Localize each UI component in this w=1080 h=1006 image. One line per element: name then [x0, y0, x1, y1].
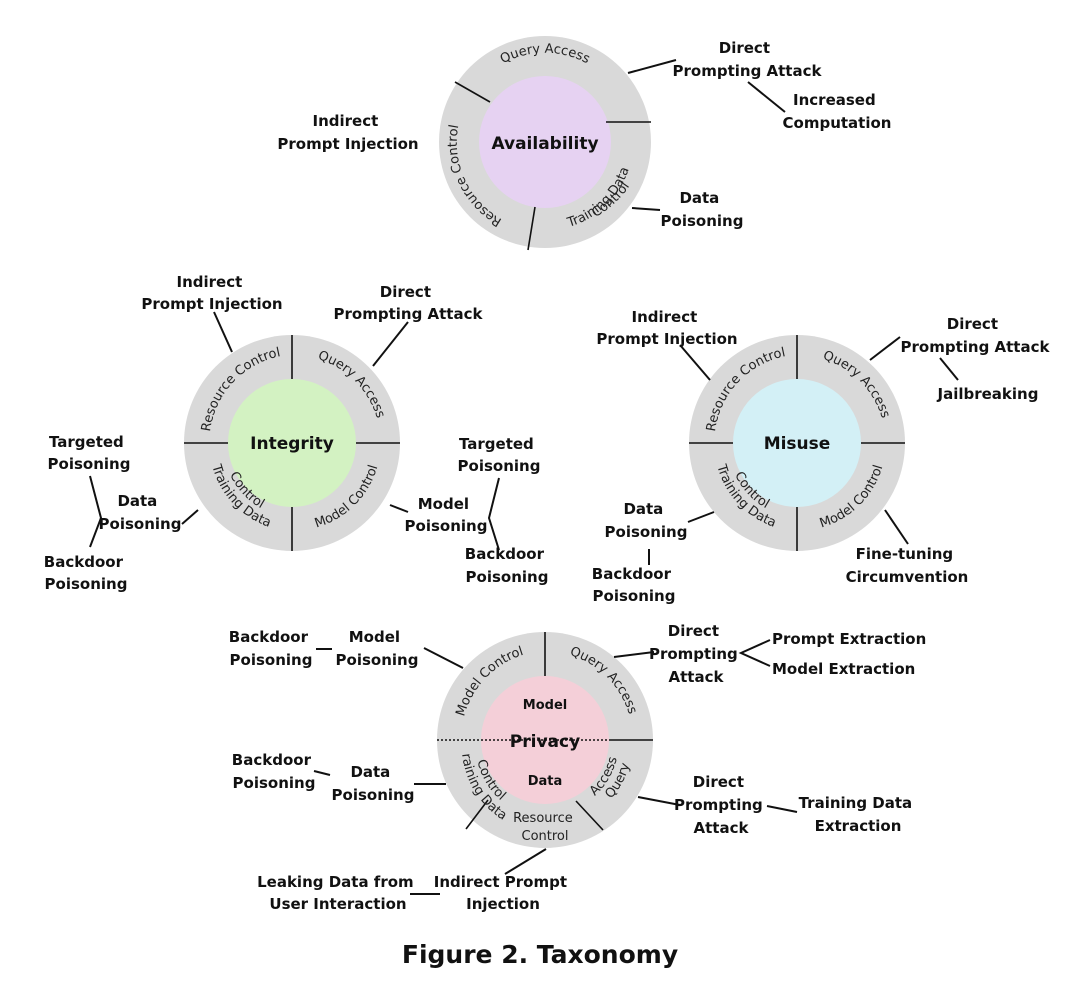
availability-direct-attack: Direct Prompting Attack	[673, 39, 823, 80]
misuse-indirect-injection: Indirect Prompt Injection	[596, 308, 737, 348]
availability-increased-computation: Increased Computation	[783, 91, 892, 132]
privacy-resource-control: Resource Control	[513, 811, 577, 844]
privacy-model-extraction: Model Extraction	[772, 660, 915, 678]
privacy-model-poisoning: Model Poisoning	[336, 628, 419, 669]
figure-caption: Figure 2. Taxonomy	[401, 940, 679, 969]
taxonomy-diagram: Availability Query Access Resource Contr…	[0, 0, 1051, 913]
misuse-label: Misuse	[764, 434, 831, 454]
misuse-backdoor-poisoning: Backdoor Poisoning	[592, 565, 676, 605]
integrity-indirect-injection: Indirect Prompt Injection	[141, 273, 282, 313]
integrity-backdoor-poisoning-right: Backdoor Poisoning	[465, 545, 549, 586]
privacy-label: Privacy	[510, 732, 580, 752]
integrity-direct-attack: Direct Prompting Attack	[334, 283, 484, 323]
privacy-model-label: Model	[523, 698, 567, 713]
availability-group: Availability Query Access Resource Contr…	[277, 36, 892, 251]
integrity-data-poisoning: Data Poisoning	[99, 492, 182, 533]
integrity-model-poisoning: Model Poisoning	[405, 495, 488, 535]
availability-data-poisoning: Data Poisoning	[661, 189, 744, 230]
privacy-direct-attack-top: Direct Prompting Attack	[649, 622, 743, 686]
privacy-backdoor-poisoning-mid: Backdoor Poisoning	[232, 751, 316, 792]
misuse-data-poisoning: Data Poisoning	[605, 500, 688, 541]
privacy-prompt-extraction: Prompt Extraction	[772, 630, 926, 648]
privacy-data-label: Data	[528, 774, 563, 789]
integrity-backdoor-poisoning-left: Backdoor Poisoning	[44, 553, 128, 593]
privacy-backdoor-poisoning-top: Backdoor Poisoning	[229, 628, 313, 669]
misuse-core	[733, 379, 861, 507]
integrity-group: Integrity Resource Control Query Access …	[44, 273, 549, 593]
misuse-finetuning-circumvention: Fine-tuning Circumvention	[846, 545, 969, 586]
privacy-data-poisoning: Data Poisoning	[332, 763, 415, 804]
privacy-indirect-injection: Indirect Prompt Injection	[434, 873, 572, 913]
privacy-leaking-data: Leaking Data from User Interaction	[257, 873, 419, 913]
availability-core	[479, 76, 611, 208]
availability-label: Availability	[491, 134, 598, 154]
integrity-label: Integrity	[250, 434, 334, 454]
integrity-targeted-poisoning-right: Targeted Poisoning	[458, 435, 541, 475]
availability-indirect-injection: Indirect Prompt Injection	[277, 112, 418, 153]
misuse-direct-attack: Direct Prompting Attack	[901, 315, 1051, 356]
misuse-group: Misuse Resource Control Query Access Tra…	[592, 308, 1051, 605]
privacy-direct-attack-bottom: Direct Prompting Attack	[674, 773, 768, 837]
integrity-core	[228, 379, 356, 507]
privacy-training-data-extraction: Training Data Extraction	[799, 794, 918, 835]
misuse-jailbreaking: Jailbreaking	[937, 385, 1039, 403]
integrity-targeted-poisoning-left: Targeted Poisoning	[48, 433, 131, 473]
